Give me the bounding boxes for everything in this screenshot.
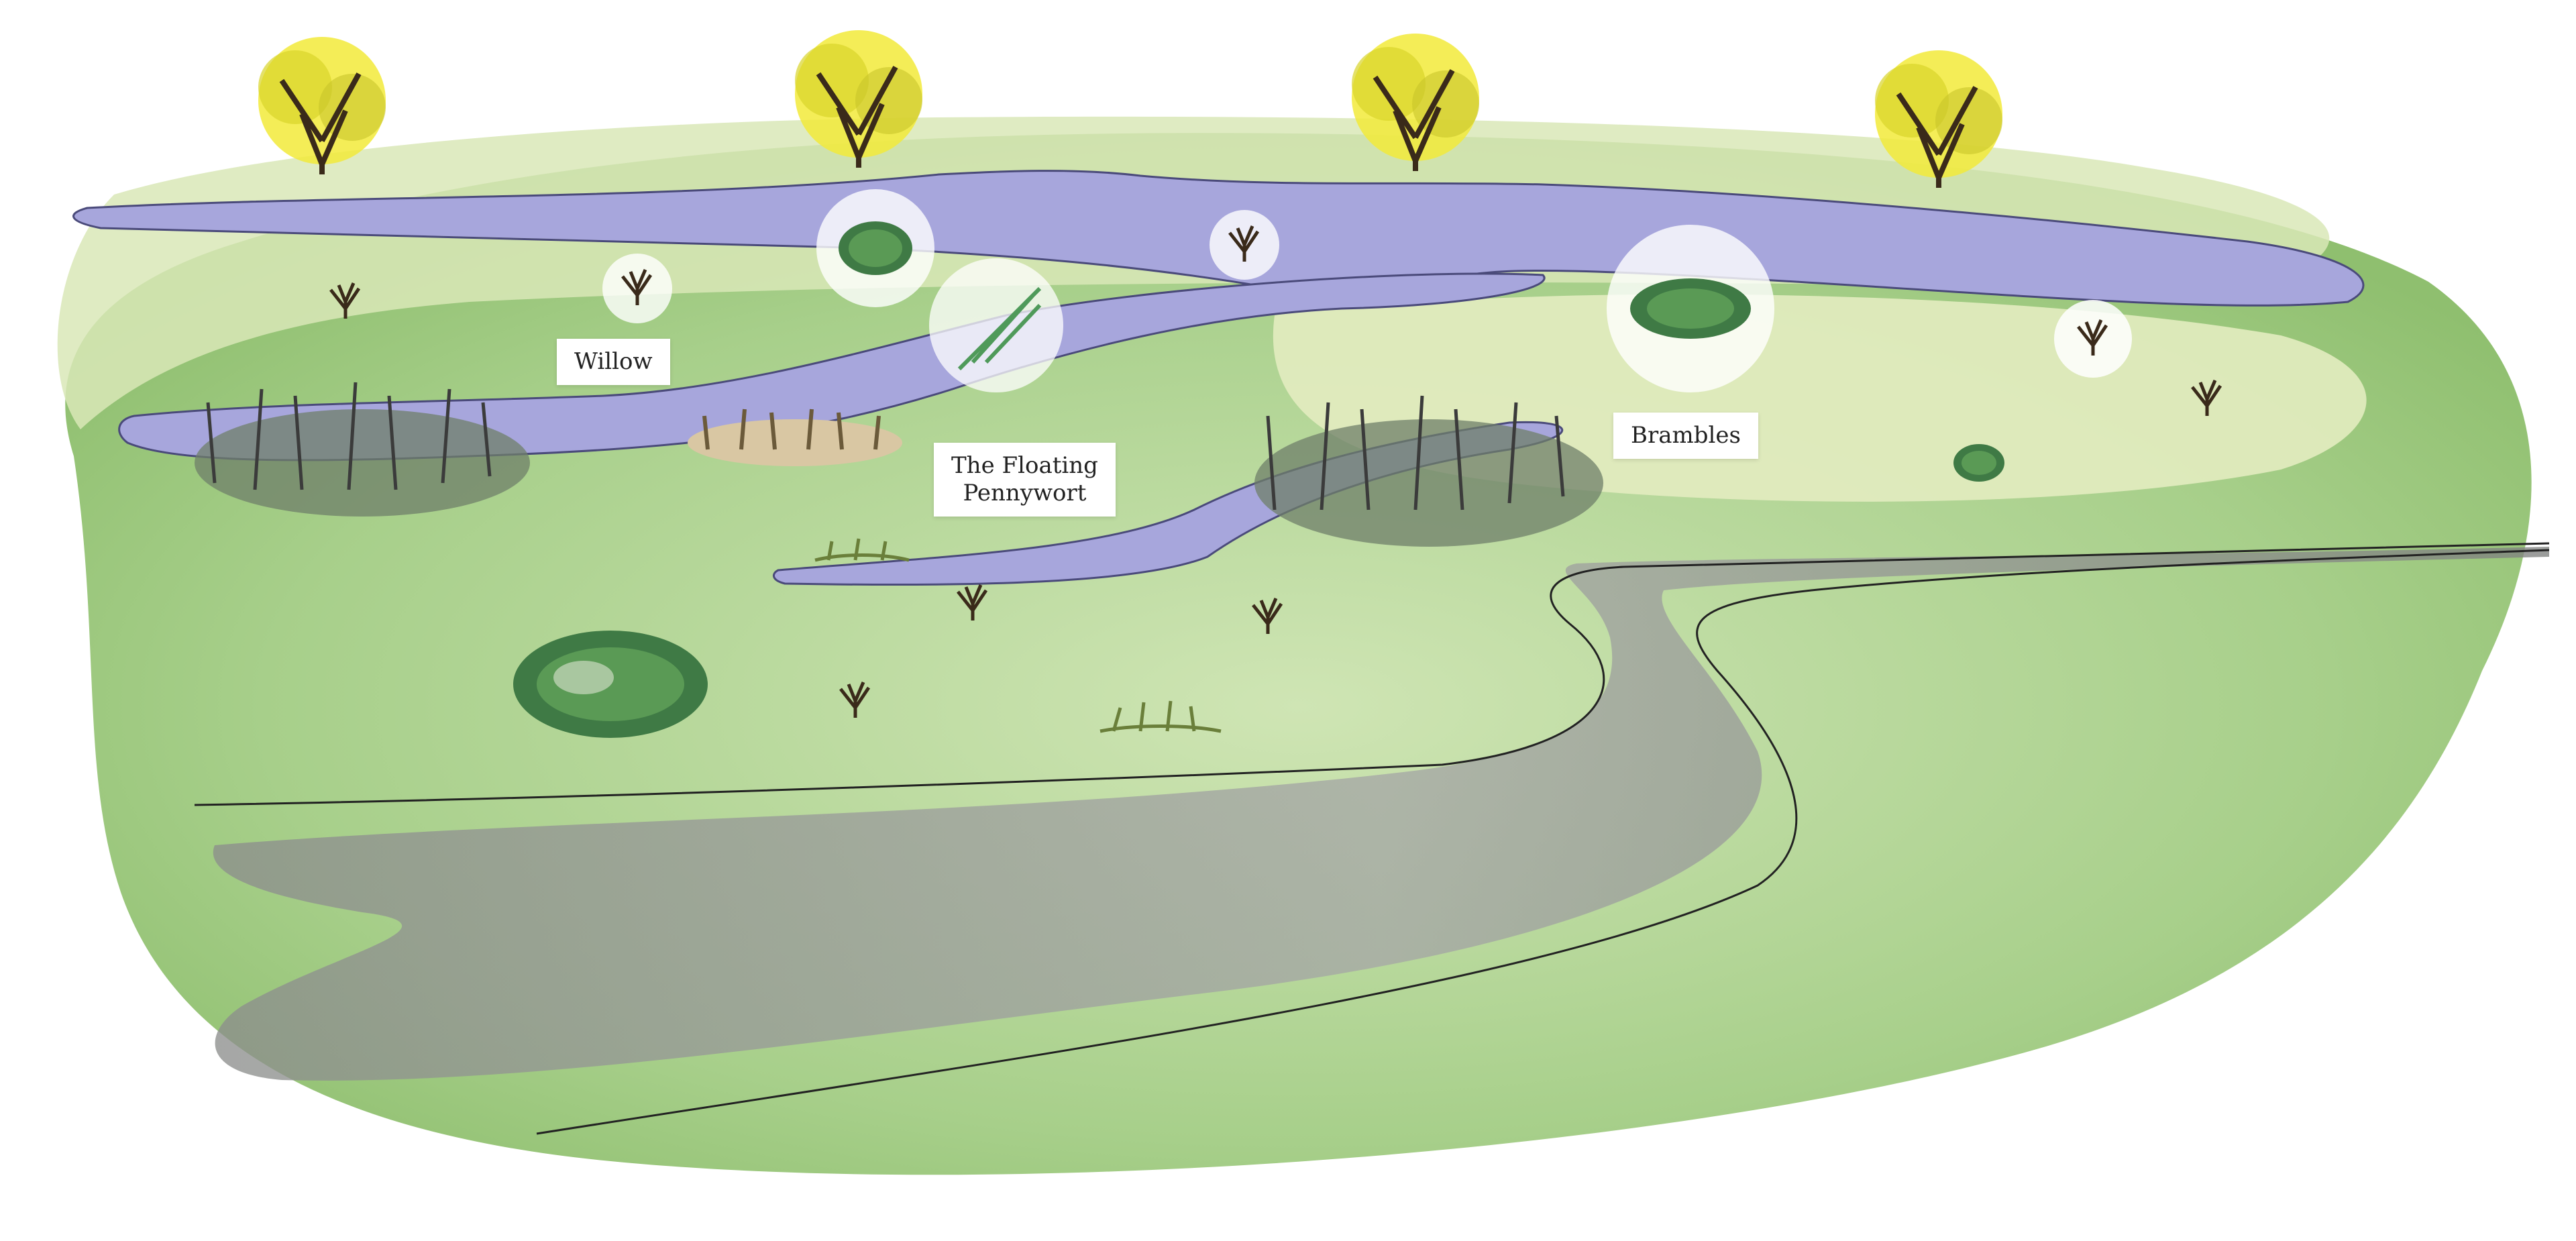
bramble-bush-icon xyxy=(513,631,708,738)
willow-shrub-icon xyxy=(2191,380,2222,416)
willow-shrub-icon xyxy=(329,282,361,319)
reed-icon xyxy=(688,409,902,466)
label-floating-pennywort-line2: Pennywort xyxy=(963,479,1087,506)
bramble-bush-icon xyxy=(1953,444,2004,482)
label-brambles: Brambles xyxy=(1613,413,1758,459)
tree-icon xyxy=(1352,34,1479,171)
bramble-bush-icon xyxy=(839,221,912,275)
label-floating-pennywort-line1: The Floating xyxy=(951,452,1098,479)
willow-shrub-icon xyxy=(1252,598,1283,634)
willow-shrub-icon xyxy=(621,269,653,305)
footpath xyxy=(213,547,2549,1081)
path-edge-left xyxy=(194,542,2550,806)
path-edge-right xyxy=(536,549,2550,1135)
label-willow: Willow xyxy=(557,339,670,385)
label-willow-text: Willow xyxy=(574,348,653,375)
floating-pennywort-icon xyxy=(957,286,1042,371)
willow-shrub-icon xyxy=(839,682,871,718)
tree-icon xyxy=(1875,50,2002,188)
label-floating-pennywort: The Floating Pennywort xyxy=(934,443,1116,517)
tree-icon xyxy=(258,37,386,174)
willow-shrub-icon xyxy=(1228,225,1260,262)
grass-tuft-icon xyxy=(814,538,910,562)
label-brambles-text: Brambles xyxy=(1631,422,1741,449)
reed-icon xyxy=(1254,395,1603,547)
grass-tuft-icon xyxy=(1099,700,1222,733)
reed-icon xyxy=(195,382,530,517)
tree-icon xyxy=(795,30,922,168)
highlight-circle[interactable] xyxy=(929,258,1063,392)
willow-shrub-icon xyxy=(2077,319,2108,356)
willow-shrub-icon xyxy=(957,584,988,620)
bramble-bush-icon xyxy=(1630,278,1751,339)
